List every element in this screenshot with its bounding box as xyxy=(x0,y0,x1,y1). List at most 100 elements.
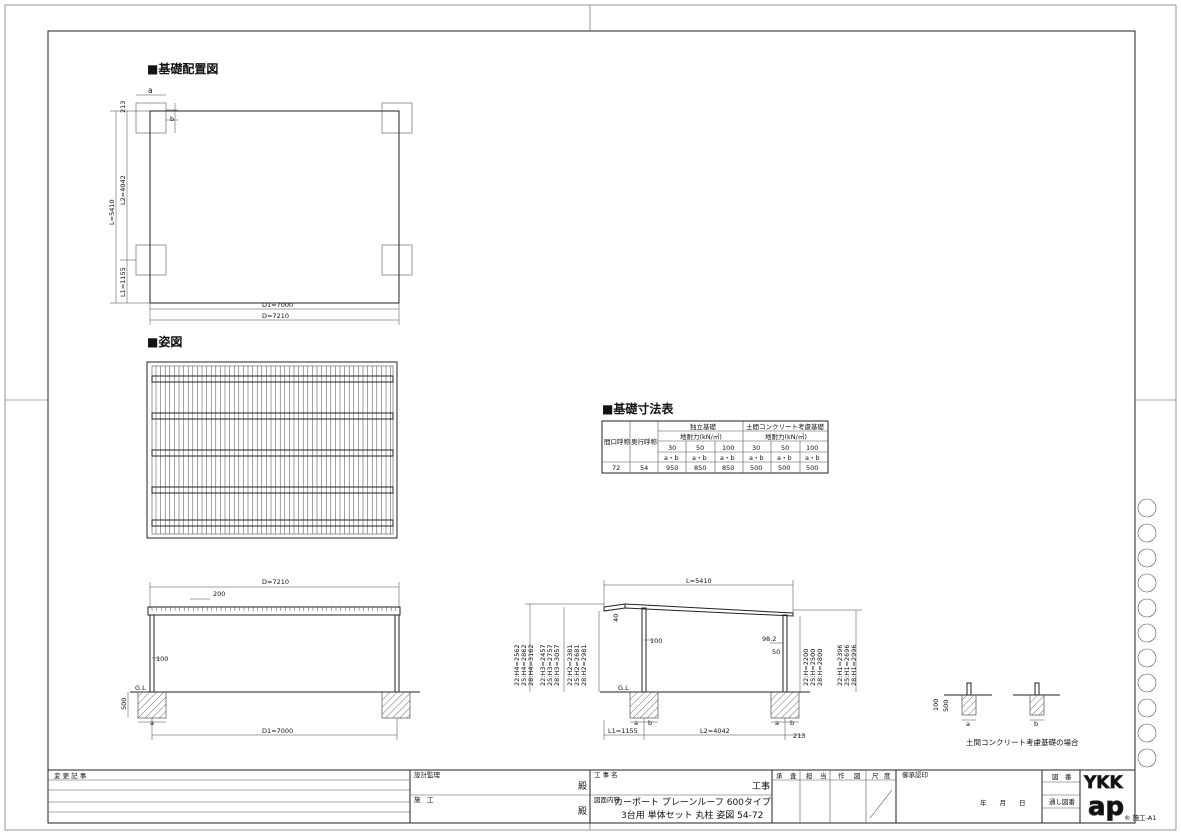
table-soil-1: 地耐力(kN/㎡) xyxy=(680,432,722,441)
detail-dim-100: 100 xyxy=(932,699,940,711)
side-dim-L1: L1=1155 xyxy=(608,727,638,735)
table-row-depth: 54 xyxy=(640,464,648,472)
front-gl: G.L xyxy=(135,684,146,692)
side-dim-L2: L2=4042 xyxy=(700,727,730,735)
registration-circles xyxy=(1137,498,1157,768)
design-supervision-label: 設計監理 xyxy=(414,770,441,779)
honorific-2: 殿 xyxy=(578,806,587,817)
table-cell: 850 xyxy=(694,464,706,472)
section-title-foundation-table: ■基礎寸法表 xyxy=(602,401,674,416)
h4-label: 22:H4=2562 xyxy=(513,645,521,686)
front-dim-200: 200 xyxy=(213,590,225,598)
sheet-code: ® 施工-A1 xyxy=(1124,813,1157,822)
stamp-col-label: 図 xyxy=(854,772,861,780)
h2-label: 25:H2=2681 xyxy=(573,645,581,686)
side-dim-213: 213 xyxy=(793,732,805,740)
side-elevation: L=5410 40 100 98.2 50 G.L 22:H4=2562 25:… xyxy=(513,577,862,740)
section-title-foundation-layout: ■基礎配置図 xyxy=(147,61,218,76)
soil-value: 100 xyxy=(722,444,734,452)
h3-label: 28:H3=3057 xyxy=(553,645,561,686)
ab-label: a・b xyxy=(720,454,735,462)
plan-b-label: b xyxy=(170,115,174,123)
table-soil-2: 地耐力(kN/㎡) xyxy=(765,432,807,441)
front-dim-D: D=7210 xyxy=(262,578,289,586)
side-dim-100: 100 xyxy=(650,637,662,645)
revision-label: 変 更 記 事 xyxy=(54,771,87,780)
detail-a: a xyxy=(966,720,970,728)
h1-label: 22:H1=2396 xyxy=(836,645,844,686)
ykk-logo-top: YKK xyxy=(1083,773,1123,793)
plan-dim-L: L=5410 xyxy=(108,199,116,225)
outer-border xyxy=(4,4,1177,831)
ykk-logo-bottom: ap xyxy=(1088,792,1124,822)
plan-dim-D1: D1=7000 xyxy=(262,301,293,309)
inner-border xyxy=(47,30,1136,824)
ab-label: a・b xyxy=(805,454,820,462)
title-block: 変 更 記 事 設計監理 施 工 殿 殿 工 事 名 工事 図面内容 カーポート… xyxy=(48,769,1135,823)
h3-label: 25:H3=2757 xyxy=(546,645,554,686)
h-label: 28:H=2800 xyxy=(816,649,824,686)
plan-dim-213: 213 xyxy=(119,101,127,113)
front-dim-500: 500 xyxy=(120,698,128,710)
table-cell: 950 xyxy=(666,464,678,472)
h-label: 25:H=2500 xyxy=(809,649,817,686)
side-a-right: a xyxy=(775,719,779,727)
stamp-col-label: 当 xyxy=(820,771,827,780)
soil-value: 30 xyxy=(668,444,676,452)
ab-label: a・b xyxy=(749,454,764,462)
front-dim-100: 100 xyxy=(156,655,168,663)
stamp-col-label: 度 xyxy=(884,771,891,780)
h2-label: 22:H2=2381 xyxy=(566,645,574,686)
h3-label: 22:H3=2457 xyxy=(539,645,547,686)
table-cell: 500 xyxy=(806,464,818,472)
date-label: 年 月 日 xyxy=(980,798,1026,807)
table-col-opening: 間口呼称 xyxy=(604,437,631,446)
side-b-left: b xyxy=(648,719,652,727)
drawing-number-label: 図 番 xyxy=(1052,773,1072,781)
sequence-label: 通し図番 xyxy=(1049,797,1076,806)
project-suffix: 工事 xyxy=(752,780,770,792)
front-dim-D1: D1=7000 xyxy=(262,727,293,735)
stamp-col-label: 尺 xyxy=(872,772,879,780)
soil-value: 100 xyxy=(806,444,818,452)
side-a: a xyxy=(634,719,638,727)
h2-label: 28:H2=2981 xyxy=(580,645,588,686)
side-dim-40: 40 xyxy=(612,614,620,622)
table-group-slab: 土間コンクリート考慮基礎 xyxy=(746,422,825,431)
approval-label: 御承認印 xyxy=(902,770,928,779)
plan-dim-L1: L1=1155 xyxy=(119,267,127,297)
detail-caption: 土間コンクリート考慮基礎の場合 xyxy=(966,737,1079,747)
ab-label: a・b xyxy=(692,454,707,462)
side-dim-98: 98.2 xyxy=(762,635,776,643)
ab-label: a・b xyxy=(777,454,792,462)
drawing-title-line2: 3台用 単体セット 丸柱 姿図 54-72 xyxy=(621,809,763,821)
plan-dim-L2: L2=4042 xyxy=(119,175,127,205)
ab-label: a・b xyxy=(664,454,679,462)
table-group-independent: 独立基礎 xyxy=(690,422,717,431)
table-cell: 500 xyxy=(750,464,762,472)
table-col-depth: 奥行呼称 xyxy=(631,437,658,446)
front-elevation: D=7210 200 100 G.L 500 a D1=7000 xyxy=(120,578,420,740)
section-title-elevation: ■姿図 xyxy=(147,334,182,349)
detail-b: b xyxy=(1034,720,1038,728)
h4-label: 25:H4=2862 xyxy=(520,645,528,686)
foundation-table: 間口呼称 奥行呼称 独立基礎 土間コンクリート考慮基礎 地耐力(kN/㎡) 地耐… xyxy=(601,420,829,474)
stamp-col-label: 担 xyxy=(806,771,813,780)
slab-detail: 100 500 a b 土間コンクリート考慮基礎の場合 xyxy=(932,682,1079,747)
side-dim-50: 50 xyxy=(772,648,780,656)
h-label: 22:H=2200 xyxy=(802,649,810,686)
side-b-right: b xyxy=(790,719,794,727)
soil-value: 50 xyxy=(696,444,704,452)
side-gl: G.L xyxy=(618,684,629,692)
detail-dim-500: 500 xyxy=(942,700,950,712)
table-cell: 500 xyxy=(778,464,790,472)
foundation-plan: a b 213 L=5410 L2=4042 L1=1155 D1=7000 D… xyxy=(108,86,413,325)
side-dim-L: L=5410 xyxy=(686,577,712,585)
construction-label: 施 工 xyxy=(414,795,434,804)
table-row-opening: 72 xyxy=(612,464,620,472)
project-name-label: 工 事 名 xyxy=(594,770,618,779)
table-cell: 850 xyxy=(722,464,734,472)
h1-label: 28:H1=2996 xyxy=(850,645,858,686)
plan-dim-D: D=7210 xyxy=(262,312,289,320)
